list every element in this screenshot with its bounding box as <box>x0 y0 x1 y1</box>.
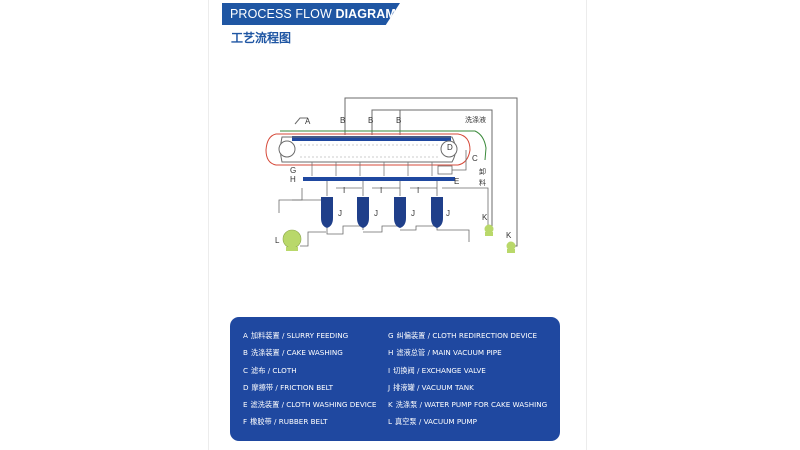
label-c: C <box>472 154 478 163</box>
page-title: PROCESS FLOW DIAGRAM <box>222 3 400 25</box>
label-k2: K <box>506 231 512 240</box>
label-j1: J <box>338 209 342 218</box>
label-unload-2: 料 <box>479 178 486 187</box>
label-h: H <box>290 175 296 184</box>
water-pump-icon-2 <box>506 241 516 251</box>
label-b2: B <box>368 116 373 125</box>
page-edge-right <box>586 0 587 450</box>
pumps <box>282 224 516 253</box>
vacuum-tanks <box>278 181 489 247</box>
page-subtitle: 工艺流程图 <box>231 31 292 45</box>
label-j4: J <box>446 209 450 218</box>
vacuum-pump-icon <box>282 229 302 249</box>
label-b1: B <box>340 116 345 125</box>
label-j3: J <box>411 209 415 218</box>
label-a: A <box>305 117 311 126</box>
label-l: L <box>275 236 280 245</box>
label-b3: B <box>396 116 401 125</box>
water-pump-icon <box>484 224 494 234</box>
title-bold: DIAGRAM <box>335 7 396 21</box>
label-g: G <box>290 166 296 175</box>
label-j2: J <box>374 209 378 218</box>
label-i-2: I <box>380 186 382 195</box>
main-vacuum-pipe <box>303 177 455 181</box>
label-d: D <box>447 143 453 152</box>
diagram-labels: A B B B 洗涤液 D C 卸 料 E G H J J J J K K L … <box>275 115 512 245</box>
label-k1: K <box>482 213 488 222</box>
label-wash-liquid: 洗涤液 <box>465 115 486 124</box>
belt-filter <box>265 130 487 176</box>
page-edge-left <box>208 0 209 450</box>
label-i-1: I <box>343 186 345 195</box>
label-i-3: I <box>417 186 419 195</box>
title-normal: PROCESS FLOW <box>230 7 336 21</box>
label-e: E <box>454 177 459 186</box>
label-unload-1: 卸 <box>479 167 486 176</box>
